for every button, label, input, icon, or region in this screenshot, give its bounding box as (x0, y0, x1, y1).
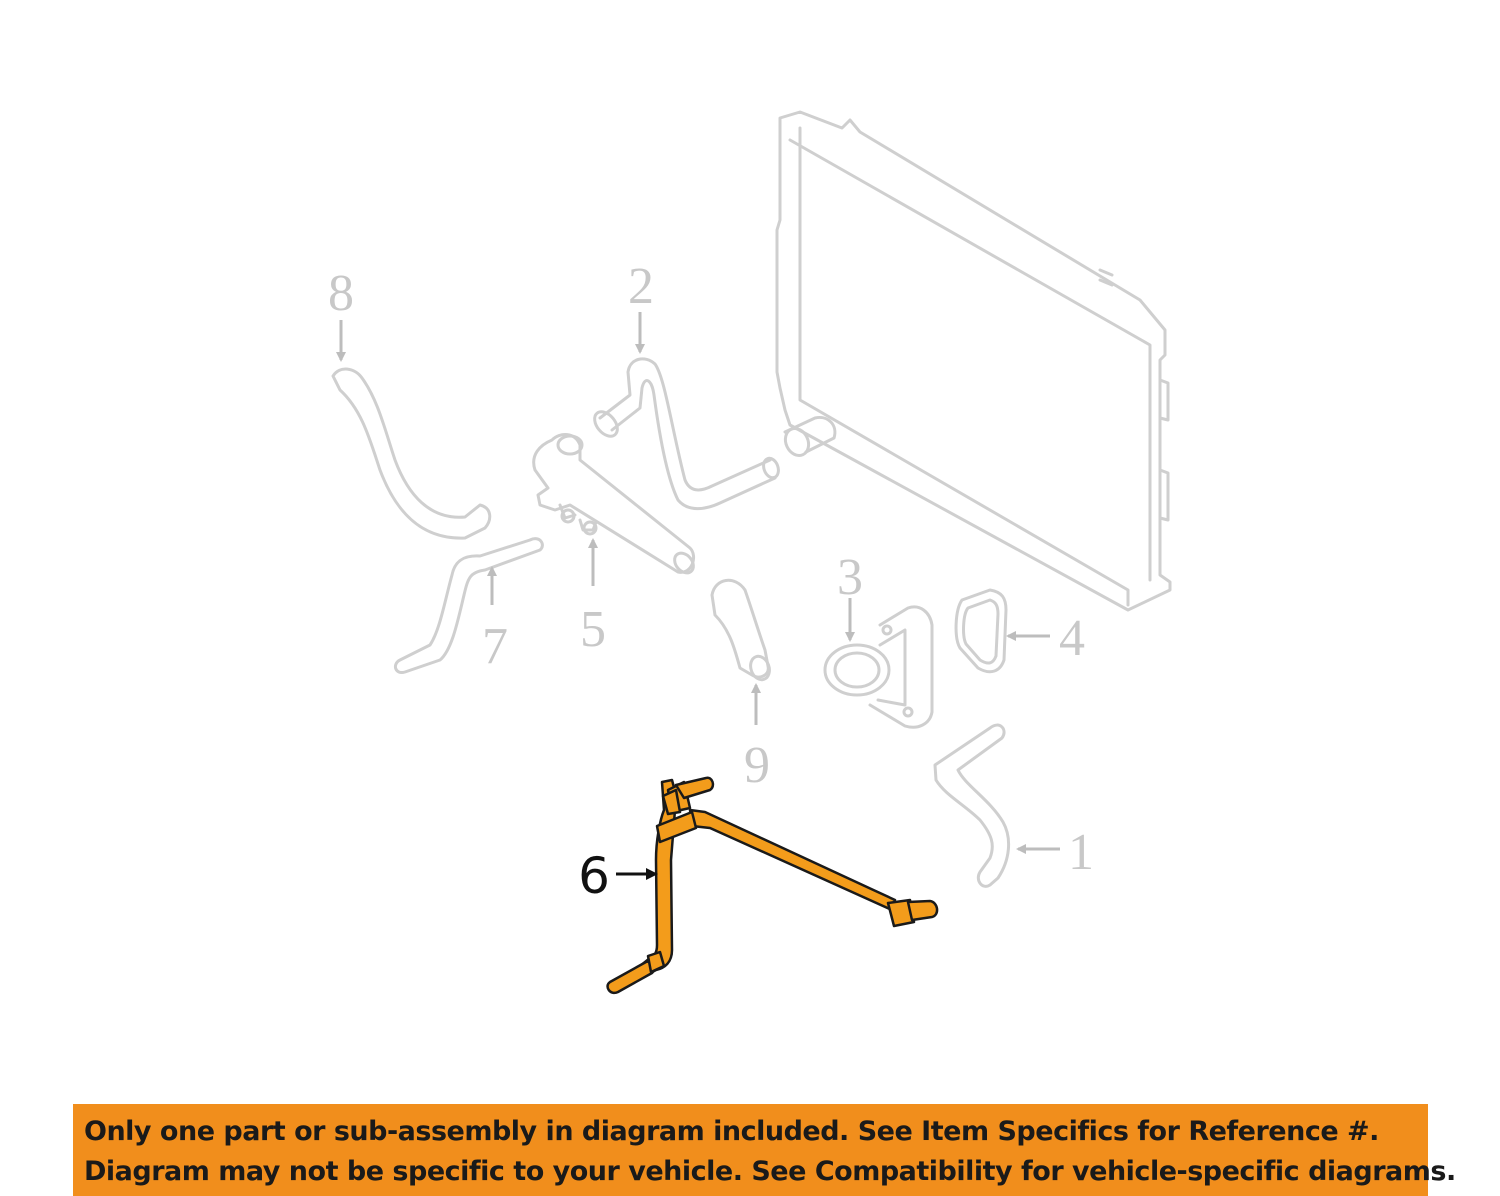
callout-9: 9 (744, 737, 770, 794)
thermostat-housing-part-3 (823, 605, 934, 729)
hose-part-1 (933, 723, 1011, 888)
callout-1: 1 (1068, 824, 1094, 881)
gasket-part-4 (954, 588, 1008, 674)
callout-7: 7 (482, 618, 508, 675)
upper-hose-part-2 (593, 357, 780, 511)
hose-part-7 (393, 537, 544, 674)
callout-3: 3 (837, 549, 863, 606)
callout-arrows (336, 312, 1060, 880)
disclaimer-line-1: Only one part or sub-assembly in diagram… (84, 1116, 1379, 1147)
hose-part-9 (710, 579, 771, 682)
callout-2: 2 (628, 258, 654, 315)
callout-5: 5 (580, 601, 606, 658)
hose-part-8 (331, 367, 492, 540)
callout-4: 4 (1059, 610, 1085, 667)
radiator-outlet (783, 415, 837, 458)
callout-8: 8 (328, 265, 354, 322)
water-pipe-part-6 (606, 776, 939, 995)
water-pipe-part-5 (532, 433, 695, 575)
disclaimer-line-2: Diagram may not be specific to your vehi… (84, 1156, 1456, 1187)
disclaimer-banner: Only one part or sub-assembly in diagram… (73, 1104, 1456, 1196)
radiator (775, 110, 1172, 612)
callout-6: 6 (578, 847, 610, 905)
